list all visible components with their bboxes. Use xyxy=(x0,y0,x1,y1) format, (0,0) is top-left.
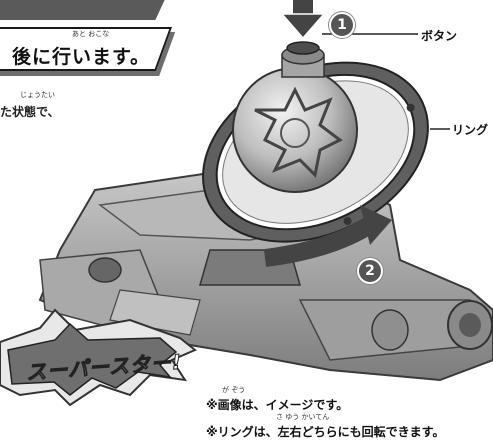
top-button xyxy=(281,41,325,78)
step-2-badge: 2 xyxy=(357,258,383,284)
press-arrow xyxy=(280,0,326,40)
banner-text: 後に行います。 xyxy=(12,46,151,68)
step-1-badge: 1 xyxy=(329,12,355,38)
note-1: ※画像は、イメージです。 xyxy=(206,398,349,412)
note-2-ruby: さ ゆう かいてん xyxy=(276,413,330,421)
state-text: た状態で、 xyxy=(0,105,60,119)
note-2: ※リングは、左右どちらにも回転できます。 xyxy=(206,425,445,439)
banner-ruby: あと おこな xyxy=(72,30,110,38)
state-ruby: じょうたい xyxy=(20,91,55,99)
ring-label: リング xyxy=(452,123,489,137)
burst-badge xyxy=(0,308,197,407)
dome xyxy=(232,67,358,193)
button-label: ボタン xyxy=(421,29,458,43)
note-1-ruby: が ぞう xyxy=(222,386,246,394)
rotate-arrow xyxy=(263,205,392,267)
